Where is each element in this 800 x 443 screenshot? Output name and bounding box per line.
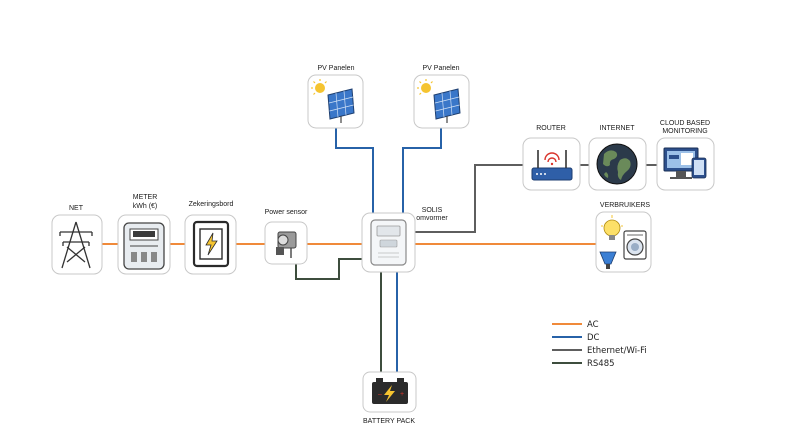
node-meter: METER kWh (€) bbox=[117, 194, 171, 275]
battery-label: BATTERY PACK bbox=[363, 418, 415, 425]
legend-label-rs485: RS485 bbox=[587, 359, 615, 369]
node-consumers: VERBRUIKERS bbox=[595, 202, 652, 273]
inverter-label-line2: omvormer bbox=[416, 215, 448, 222]
svg-text:–: – bbox=[378, 391, 382, 398]
solar-panel-icon bbox=[417, 79, 461, 123]
internet-label: INTERNET bbox=[600, 125, 636, 132]
pv-left-label: PV Panelen bbox=[318, 65, 355, 72]
cloud-label-line1: CLOUD BASED bbox=[660, 120, 710, 127]
legend-label-dc: DC bbox=[587, 333, 600, 343]
node-power-sensor: Power sensor bbox=[264, 209, 308, 265]
node-battery: – + BATTERY PACK bbox=[362, 371, 417, 425]
router-label: ROUTER bbox=[536, 125, 566, 132]
node-internet: INTERNET bbox=[588, 125, 647, 191]
solar-panel-icon bbox=[311, 79, 355, 123]
battery-icon: – + bbox=[372, 378, 408, 404]
rs485-line-sensor-inverter bbox=[295, 258, 362, 280]
cloud-label-line2: MONITORING bbox=[662, 128, 707, 135]
power-sensor-icon bbox=[276, 231, 297, 258]
inverter-label-line1: SOLIS bbox=[422, 207, 443, 214]
router-icon bbox=[531, 150, 573, 181]
globe-icon bbox=[596, 143, 638, 185]
node-cloud: CLOUD BASED MONITORING bbox=[656, 120, 715, 191]
power-sensor-label: Power sensor bbox=[265, 209, 308, 216]
node-inverter: SOLIS omvormer bbox=[361, 207, 448, 273]
node-net: NET bbox=[51, 205, 103, 275]
appliances-icon bbox=[599, 215, 647, 269]
meter-label-line1: METER bbox=[133, 194, 158, 201]
svg-text:+: + bbox=[400, 391, 404, 398]
node-pv-right: PV Panelen bbox=[413, 65, 470, 129]
electricity-meter-icon bbox=[123, 222, 165, 270]
pv-right-label: PV Panelen bbox=[423, 65, 460, 72]
node-router: ROUTER bbox=[522, 125, 581, 191]
power-pylon-icon bbox=[59, 221, 93, 269]
inverter-icon bbox=[370, 219, 407, 266]
legend-label-ethernet: Ethernet/Wi-Fi bbox=[587, 346, 647, 356]
consumers-label: VERBRUIKERS bbox=[600, 202, 651, 209]
meter-label-line2: kWh (€) bbox=[133, 203, 158, 210]
fuse-board-label: Zekeringsbord bbox=[189, 201, 234, 208]
monitoring-devices-icon bbox=[663, 147, 707, 179]
dc-line-pv-right bbox=[402, 128, 442, 213]
legend-label-ac: AC bbox=[587, 320, 599, 330]
dc-line-pv-left bbox=[335, 128, 374, 213]
node-pv-left: PV Panelen bbox=[307, 65, 364, 129]
node-fuse-board: Zekeringsbord bbox=[184, 201, 237, 275]
connections bbox=[102, 128, 657, 372]
fuse-board-icon bbox=[192, 220, 230, 268]
net-label: NET bbox=[69, 205, 84, 212]
ethernet-line-inverter-router bbox=[415, 164, 523, 233]
